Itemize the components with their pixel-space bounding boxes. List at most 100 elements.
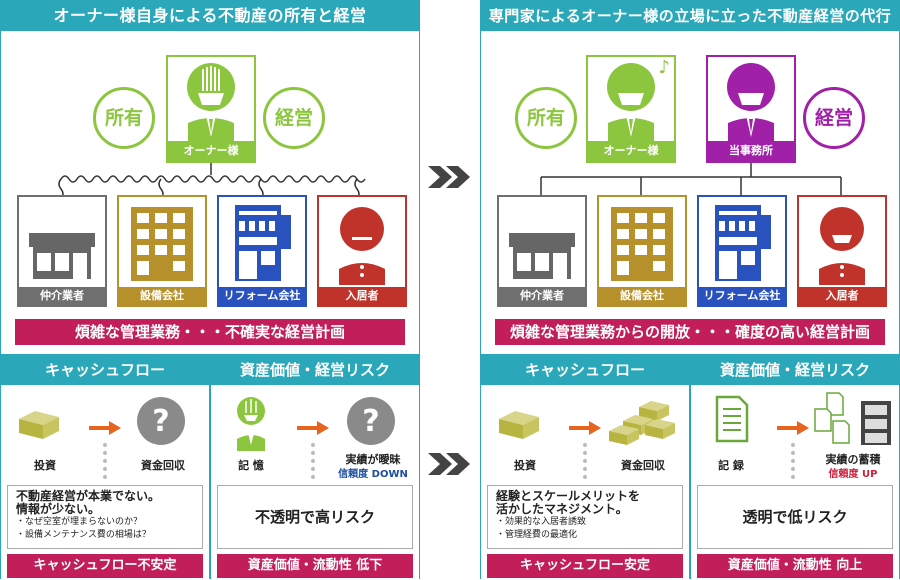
tenant-icon: [339, 207, 385, 285]
happy-owner-icon: [607, 63, 655, 143]
unit-equipment-caption: 設備会社: [599, 287, 685, 305]
record-accumulated-label: 実績の蓄積: [825, 453, 881, 466]
unit-reform-caption: リフォーム会社: [699, 287, 785, 305]
tower-icon: [715, 205, 771, 281]
invest-label: 投資: [34, 459, 56, 472]
memory-label: 記 憶: [238, 459, 264, 472]
music-note-icon: ♪: [658, 57, 671, 78]
left-cashflow-title: キャッシュフロー: [1, 355, 209, 385]
document-icon: [715, 395, 749, 443]
office-caption: 当事務所: [708, 141, 794, 161]
note-bullet2: ・管理経費の最適化: [496, 530, 578, 540]
right-summary-bar: 煩雑な管理業務からの開放・・・確度の高い経営計画: [495, 319, 885, 345]
recover-label: 資金回収: [141, 459, 185, 472]
unit-reform-caption: リフォーム会社: [219, 287, 305, 305]
unit-equipment: 設備会社: [597, 195, 687, 307]
owner-box: オーナー様: [166, 55, 256, 163]
unit-tenant-caption: 入居者: [799, 287, 885, 305]
right-risk-footer: 資産価値・流動性 向上: [697, 554, 893, 578]
unit-equipment-caption: 設備会社: [119, 287, 205, 305]
left-panel-title: オーナー様自身による不動産の所有と経営: [1, 1, 419, 31]
note-bullet1: ・効果的な入居者誘致: [496, 517, 587, 527]
owner-icon: [187, 63, 235, 143]
right-risk-note: 透明で低リスク: [697, 485, 893, 549]
dots-divider: [791, 443, 795, 483]
unit-equipment: 設備会社: [117, 195, 207, 307]
record-vague-label: 実績が曖昧: [345, 453, 401, 466]
building-icon: [611, 207, 673, 281]
dots-divider: [311, 443, 315, 483]
right-cashflow-panel: キャッシュフロー: [480, 354, 690, 580]
chevron-right-icon: [428, 166, 470, 188]
dots-divider: [583, 443, 587, 483]
smiling-tenant-icon: [819, 207, 865, 285]
left-risk-panel: 資産価値・経営リスク ? 記 憶 実績が曖昧 信頼度 DOWN 不透明で高リスク…: [210, 354, 420, 580]
note-bullet2: ・設備メンテナンス費の相場は？: [16, 530, 151, 540]
right-risk-note-text: 透明で低リスク: [742, 508, 848, 526]
arrow-right-icon: [89, 421, 121, 435]
unit-reform: リフォーム会社: [217, 195, 307, 307]
right-risk-title: 資産価値・経営リスク: [691, 355, 899, 385]
owner-caption: オーナー様: [588, 141, 674, 161]
left-cashflow-panel: キャッシュフロー ? 投資 資金回収 不動産経営が本業でない。 情報が少ない。 …: [0, 354, 210, 580]
owner-box: ♪ オーナー様: [586, 55, 676, 163]
question-icon: ?: [347, 397, 395, 445]
right-cashflow-footer: キャッシュフロー安定: [487, 554, 683, 578]
unit-tenant-caption: 入居者: [319, 287, 405, 305]
right-panel: 専門家によるオーナー様の立場に立った不動産経営の代行 所有 経営 ♪ オーナー様: [480, 0, 900, 579]
straight-connector: [540, 163, 842, 197]
arrow-right-icon: [777, 421, 809, 435]
trust-up-label: 信頼度 UP: [828, 469, 878, 480]
unit-reform: リフォーム会社: [697, 195, 787, 307]
left-cashflow-note: 不動産経営が本業でない。 情報が少ない。 ・なぜ空室が埋まらないのか？ ・設備メ…: [7, 485, 203, 549]
note-line2: 情報が少ない。: [16, 502, 101, 516]
unit-broker-caption: 仲介業者: [19, 287, 105, 305]
left-risk-footer: 資産価値・流動性 低下: [217, 554, 413, 578]
trust-down-label: 信頼度 DOWN: [338, 469, 408, 480]
unit-tenant: 入居者: [317, 195, 407, 307]
note-line2: 活かしたマネジメント。: [496, 502, 628, 516]
note-line1: 不動産経営が本業でない。: [16, 489, 161, 503]
office-box: 当事務所: [706, 55, 796, 163]
dots-divider: [103, 443, 107, 483]
left-risk-note: 不透明で高リスク: [217, 485, 413, 549]
unit-tenant: 入居者: [797, 195, 887, 307]
record-label: 記 録: [718, 459, 744, 472]
left-risk-note-text: 不透明で高リスク: [254, 508, 375, 526]
shop-icon: [509, 233, 575, 279]
records-cabinet-icon: [814, 392, 891, 445]
right-risk-panel: 資産価値・経営リスク 記 録 実績の蓄積 信頼度 UP 透明で低リスク 資産価値…: [690, 354, 900, 580]
owner-caption: オーナー様: [168, 141, 254, 161]
left-diagram: 所有 経営 オーナー様: [1, 31, 419, 353]
right-cashflow-note: 経験とスケールメリットを 活かしたマネジメント。 ・効果的な入居者誘致 ・管理経…: [487, 485, 683, 549]
left-risk-title: 資産価値・経営リスク: [211, 355, 419, 385]
svg-text:?: ?: [152, 404, 169, 439]
block-icon: [499, 411, 539, 439]
ownership-circle: 所有: [93, 87, 155, 149]
building-icon: [131, 207, 193, 281]
unit-broker: 仲介業者: [17, 195, 107, 307]
right-diagram: 所有 経営 ♪ オーナー様 当事務所: [481, 31, 899, 353]
stacked-blocks-icon: [609, 401, 675, 445]
left-panel: オーナー様自身による不動産の所有と経営 所有 経営 オーナー様: [0, 0, 420, 579]
office-person-icon: [727, 63, 775, 143]
note-line1: 経験とスケールメリットを: [496, 489, 641, 503]
arrow-right-icon: [297, 421, 329, 435]
recover-label: 資金回収: [621, 459, 665, 472]
block-icon: [19, 411, 59, 439]
wavy-connector: [58, 163, 366, 199]
question-icon: ?: [137, 397, 185, 445]
unit-broker: 仲介業者: [497, 195, 587, 307]
note-bullet1: ・なぜ空室が埋まらないのか？: [16, 517, 143, 527]
right-cashflow-title: キャッシュフロー: [481, 355, 689, 385]
shop-icon: [29, 233, 95, 279]
management-circle: 経営: [803, 87, 865, 149]
invest-label: 投資: [514, 459, 536, 472]
tower-icon: [235, 205, 291, 281]
management-circle: 経営: [263, 87, 325, 149]
memory-person-icon: [237, 397, 265, 451]
right-panel-title: 専門家によるオーナー様の立場に立った不動産経営の代行: [481, 1, 899, 31]
chevron-right-icon: [428, 453, 470, 475]
ownership-circle: 所有: [515, 87, 577, 149]
left-summary-bar: 煩雑な管理業務・・・不確実な経営計画: [15, 319, 405, 345]
